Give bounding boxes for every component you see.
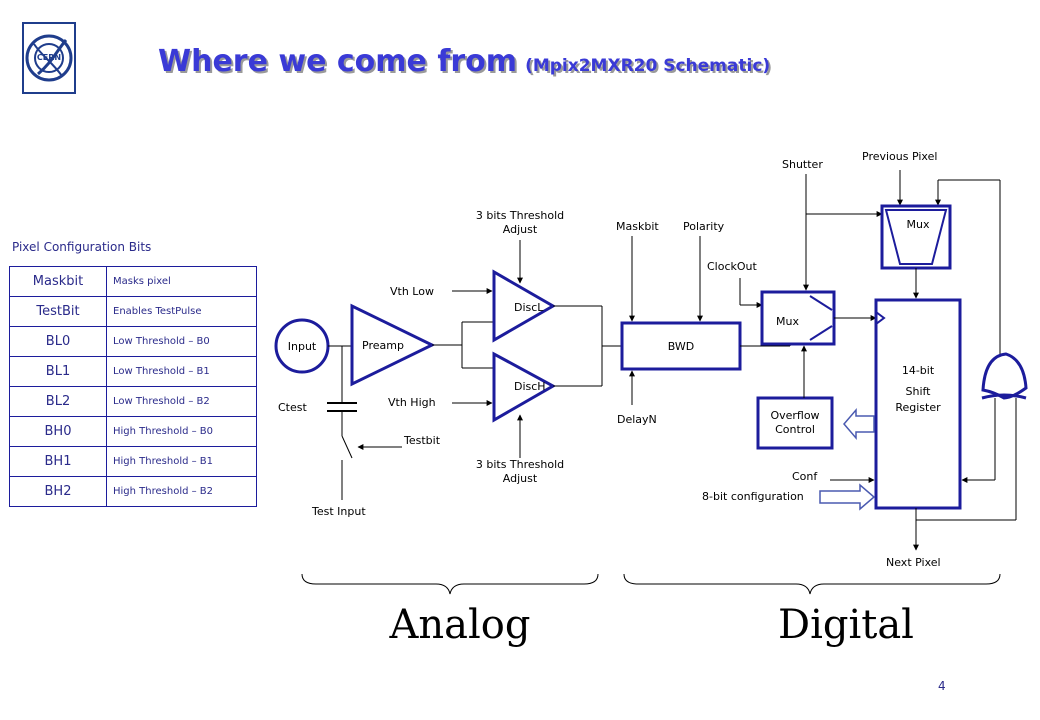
config-8bit-label: 8-bit configuration: [702, 490, 804, 503]
config-bit-desc: Enables TestPulse: [106, 296, 257, 327]
config-bit-name: TestBit: [9, 296, 107, 327]
config-bit-name: BH1: [9, 446, 107, 477]
overflow-bus-arrow: [843, 407, 875, 441]
clock-mux-label: Mux: [776, 315, 799, 328]
conf-label: Conf: [792, 470, 818, 483]
test-input-label: Test Input: [311, 505, 366, 518]
thr-adjust-top-label-2: Adjust: [503, 223, 538, 236]
page-title-sub: (Mpix2MXR20 Schematic): [525, 56, 771, 76]
clockout-label: ClockOut: [707, 260, 758, 273]
overflow-label-1: Overflow: [770, 409, 819, 422]
digital-brace: [623, 573, 1001, 595]
thr-adjust-top-label-1: 3 bits Threshold: [476, 209, 564, 222]
analog-label: Analog: [389, 602, 531, 648]
config-bit-desc: Low Threshold – B2: [106, 386, 257, 417]
config-bit-desc: High Threshold – B2: [106, 476, 257, 507]
config-bit-name: BH0: [9, 416, 107, 447]
thr-adjust-bottom-label-2: Adjust: [503, 472, 538, 485]
shutter-label: Shutter: [782, 158, 823, 171]
testbit-switch: [341, 435, 353, 459]
config-bit-desc: Low Threshold – B1: [106, 356, 257, 387]
shift-register-label-2: Shift: [905, 385, 931, 398]
shift-register-label-3: Register: [895, 401, 941, 414]
delayn-label: DelayN: [617, 413, 657, 426]
overflow-label-2: Control: [775, 423, 815, 436]
shift-register-block: [874, 298, 962, 510]
config-bit-desc: High Threshold – B0: [106, 416, 257, 447]
cern-logo: CERN: [22, 22, 76, 94]
page-number: 4: [938, 679, 946, 693]
maskbit-label: Maskbit: [616, 220, 659, 233]
vth-high-label: Vth High: [388, 396, 436, 409]
config-bus-arrow: [819, 483, 876, 511]
disc-high-comparator: [492, 351, 557, 423]
analog-brace: [301, 573, 599, 595]
vth-low-label: Vth Low: [390, 285, 434, 298]
previous-pixel-mux-label: Mux: [907, 218, 930, 231]
page-title: Where we come from (Mpix2MXR20 Schematic): [158, 44, 770, 79]
xor-gate: [981, 352, 1028, 400]
disc-high-label: DiscH: [514, 380, 546, 393]
input-label: Input: [288, 340, 317, 353]
config-bit-desc: Masks pixel: [106, 266, 257, 297]
disc-low-label: DiscL: [514, 301, 544, 314]
config-heading: Pixel Configuration Bits: [12, 240, 152, 254]
config-bit-name: BH2: [9, 476, 107, 507]
digital-label: Digital: [778, 602, 914, 648]
disc-low-comparator: [492, 269, 557, 343]
overflow-control-block: [756, 396, 834, 450]
bwd-label: BWD: [668, 340, 695, 353]
testbit-label: Testbit: [403, 434, 441, 447]
ctest-label: Ctest: [278, 401, 307, 414]
preamp-amplifier: [350, 303, 436, 387]
thr-adjust-bottom-label-1: 3 bits Threshold: [476, 458, 564, 471]
polarity-label: Polarity: [683, 220, 725, 233]
preamp-label: Preamp: [362, 339, 404, 352]
page-title-main: Where we come from: [158, 44, 518, 79]
next-pixel-label: Next Pixel: [886, 556, 941, 569]
config-bit-desc: Low Threshold – B0: [106, 326, 257, 357]
config-bit-name: BL1: [9, 356, 107, 387]
cern-logo-text: CERN: [37, 53, 61, 62]
shift-register-label-1: 14-bit: [902, 364, 935, 377]
previous-pixel-label: Previous Pixel: [862, 150, 937, 163]
